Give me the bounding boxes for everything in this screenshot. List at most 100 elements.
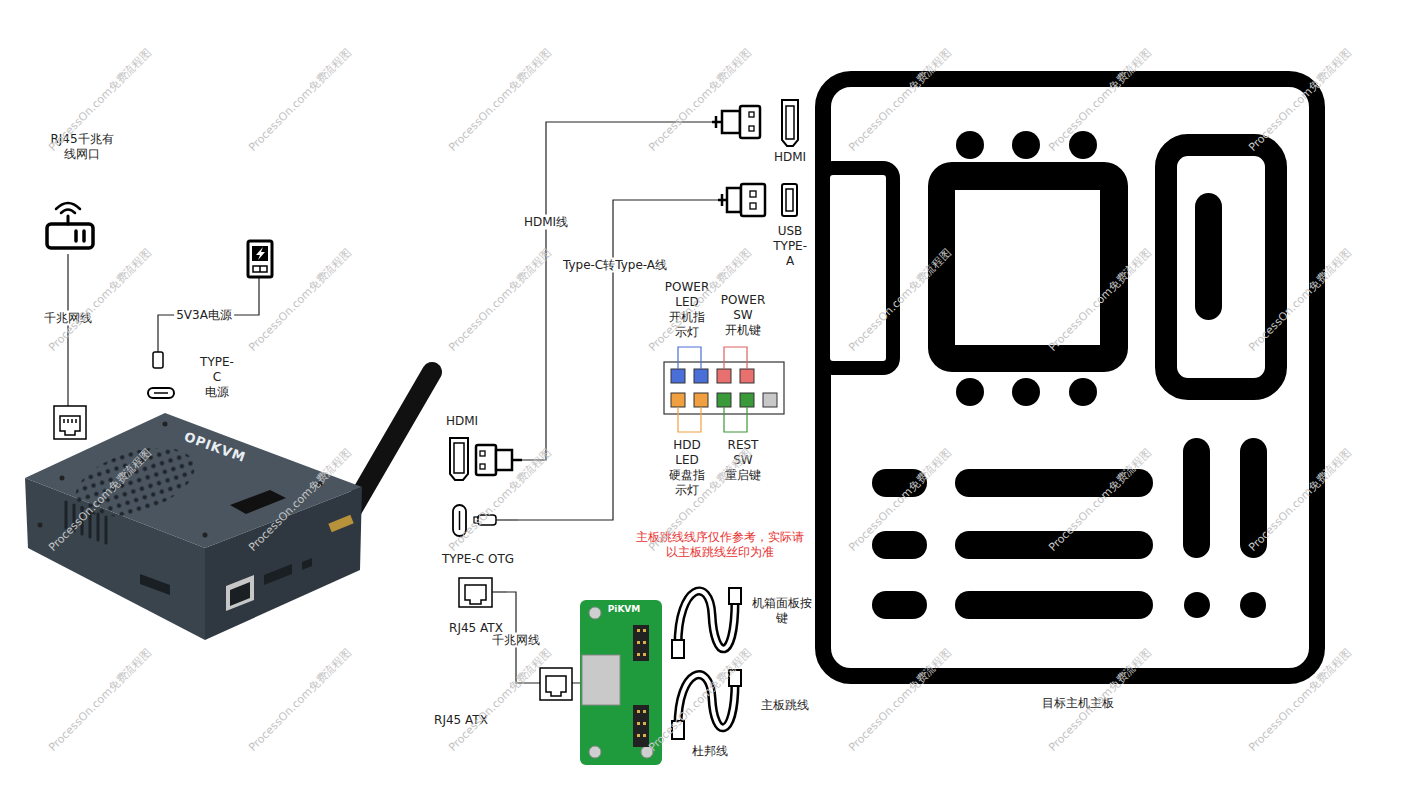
pikvm-device-photo [105, 517, 108, 543]
motherboard-outline [928, 162, 1128, 372]
pin-header [664, 347, 784, 432]
motherboard-outline [955, 190, 1100, 345]
motherboard-outline [1012, 378, 1040, 406]
atx-board [637, 641, 640, 644]
node-text: HDMI [774, 150, 806, 165]
watermark: ProcessOn.com免费流程图 [1045, 245, 1154, 354]
motherboard-outline [1240, 438, 1267, 558]
motherboard-outline [872, 531, 927, 559]
rj45-jack-icon [54, 406, 86, 439]
node-text: RJ45千兆有 线网口 [50, 132, 113, 162]
pikvm-device-photo [230, 582, 250, 606]
watermark: ProcessOn.com免费流程图 [1245, 445, 1354, 554]
cable-label: 千兆网线 [490, 633, 542, 648]
motherboard-outline [1069, 131, 1097, 159]
atx-board [637, 710, 640, 713]
typec-otg-port: TYPE-C OTG [438, 503, 518, 569]
pikvm-device-photo [230, 490, 286, 514]
motherboard-outline [823, 168, 893, 368]
watermark: ProcessOn.com免费流程图 [1045, 45, 1154, 154]
board-rj45-icon [540, 668, 572, 700]
pin-header [724, 407, 747, 432]
node-text: HDMI [446, 414, 478, 429]
atx-board [637, 722, 640, 725]
node-text: PiKVM [608, 602, 641, 617]
pikvm-device-photo [38, 523, 43, 528]
mb-usb-icon [786, 189, 793, 211]
watermark: ProcessOn.com免费流程图 [245, 45, 354, 154]
pikvm-device-photo [163, 422, 168, 427]
pikvm-device-photo [264, 564, 292, 585]
pin-header [724, 347, 747, 369]
motherboard-outline [956, 378, 984, 406]
pikvm-device-photo [65, 502, 68, 528]
power-adapter [154, 392, 168, 394]
mb-hdmi-icon [749, 112, 754, 117]
device-hdmi-icon [480, 451, 485, 456]
watermark: ProcessOn.com免费流程图 [445, 645, 554, 754]
device-rj45-icon [492, 591, 507, 592]
power-adapter [148, 388, 174, 398]
device-typec-icon [496, 519, 518, 520]
atx-board [637, 653, 640, 656]
cable-label: 主板跳线 [761, 698, 809, 713]
dupont-cable [672, 640, 684, 658]
router-icon [67, 216, 70, 224]
motherboard-outline [956, 131, 984, 159]
dupont-cable [678, 591, 735, 649]
watermark: ProcessOn.com免费流程图 [645, 645, 754, 754]
pikvm-device: OPIKVM [25, 413, 365, 645]
mb-hdmi-icon [740, 106, 760, 138]
pikvm-device-photo [25, 372, 432, 640]
atx-board: PiKVM [580, 600, 662, 766]
motherboard-outline [955, 469, 1153, 497]
dupont-cable [672, 588, 741, 739]
pin-header [694, 393, 708, 407]
atx-board [641, 746, 653, 758]
pin-header [740, 393, 754, 407]
pin-header [678, 407, 701, 432]
motherboard-outline [1166, 145, 1276, 389]
pikvm-device-photo [330, 519, 352, 528]
pikvm-device-photo [302, 558, 312, 570]
rj45-jack-icon [63, 419, 65, 423]
device-typec-icon [453, 505, 518, 536]
watermark: ProcessOn.com免费流程图 [1245, 245, 1354, 354]
rj45-atx-port: RJ45 ATX [445, 576, 507, 638]
dupont-cable [678, 591, 735, 649]
rj45-jack-icon [60, 416, 80, 435]
cable-label: 5V3A电源 [174, 308, 234, 323]
cable-label: 杜邦线 [692, 744, 728, 759]
cable-label: 千兆网线 [42, 311, 94, 326]
atx-board [637, 629, 640, 632]
device-rj45-icon [459, 578, 492, 607]
cable-label: Type-C转Type-A线 [561, 258, 669, 273]
mb-hdmi-icon [715, 116, 718, 128]
atx-board [637, 629, 646, 737]
dupont-cable [729, 588, 741, 604]
atx-board [582, 655, 620, 705]
watermark: ProcessOn.com免费流程图 [845, 245, 954, 354]
watermark: ProcessOn.com免费流程图 [45, 445, 154, 554]
device-typec-icon [453, 505, 466, 536]
pikvm-device-photo [318, 482, 323, 487]
pin-header [664, 362, 784, 414]
cable-connector [518, 200, 718, 520]
atx-board [589, 607, 601, 619]
mb-usb-icon [721, 194, 724, 206]
rj45-jack-icon [67, 419, 69, 423]
motherboard: 目标主机主板 [815, 66, 1331, 724]
pikvm-device-photo [226, 575, 254, 611]
board-rj45-icon [546, 676, 566, 696]
cable-label: 机箱面板按 键 [752, 596, 812, 626]
mb-hdmi-icon [782, 100, 798, 146]
mb-hdmi-icon [722, 111, 740, 133]
pin-header [763, 393, 777, 407]
pin-header [678, 347, 701, 369]
pin-header [671, 369, 777, 407]
power-adapter [252, 246, 268, 261]
router-icon [82, 231, 86, 241]
watermark: ProcessOn.com免费流程图 [845, 45, 954, 154]
mb-usb-icon [741, 184, 765, 216]
device-hdmi-icon [476, 445, 496, 475]
